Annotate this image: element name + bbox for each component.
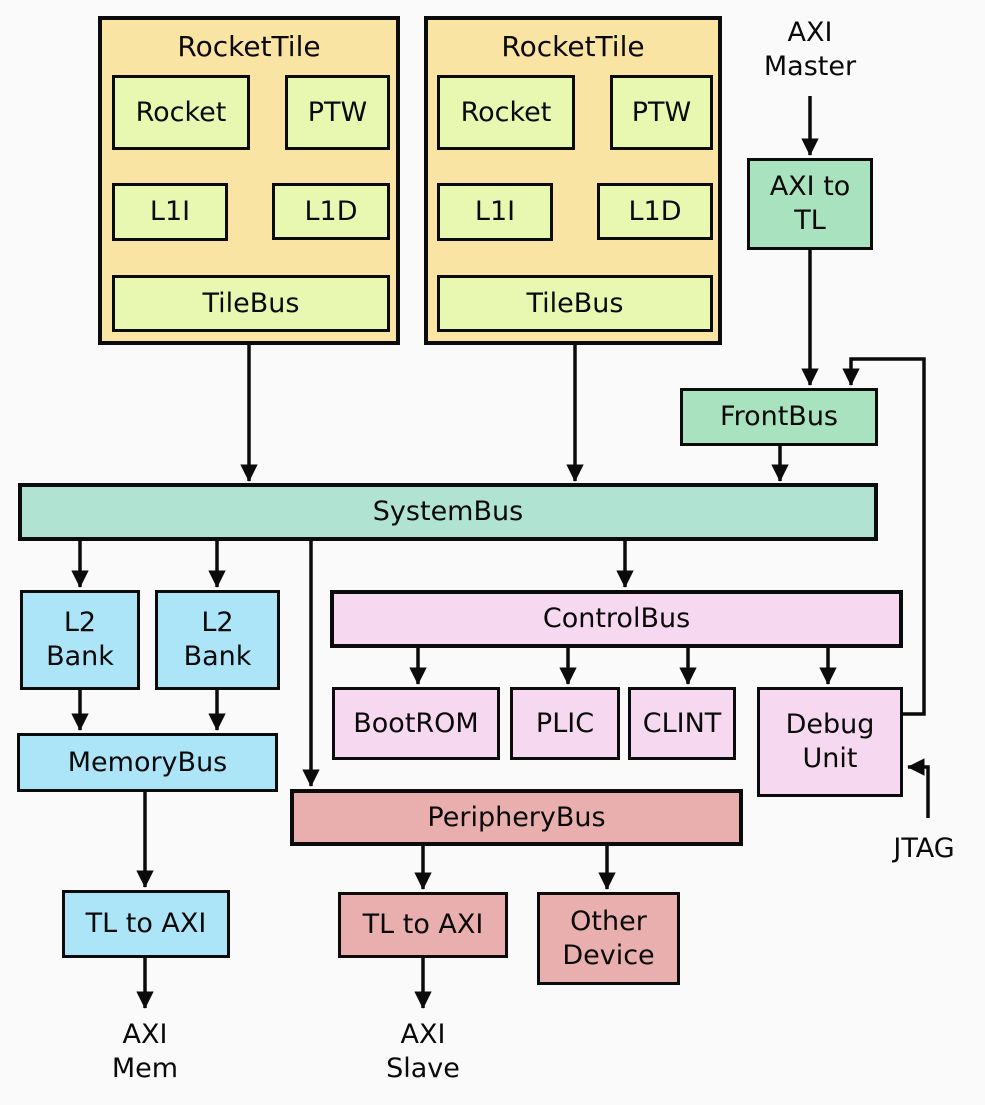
bootrom: BootROM <box>332 687 500 760</box>
rocket-core-2: Rocket <box>437 75 575 150</box>
controlbus: ControlBus <box>330 590 903 648</box>
tl-to-axi-mem-bridge: TL to AXI <box>62 890 230 958</box>
clint: CLINT <box>628 687 736 760</box>
rocket-core-1: Rocket <box>112 75 250 150</box>
peripherybus: PeripheryBus <box>290 789 743 846</box>
l1i-cache-1: L1I <box>112 183 228 241</box>
memorybus: MemoryBus <box>17 733 278 792</box>
frontbus: FrontBus <box>680 388 878 446</box>
axi-to-tl-bridge: AXI to TL <box>747 158 873 250</box>
systembus: SystemBus <box>18 483 878 541</box>
debug-unit: Debug Unit <box>757 687 903 797</box>
other-device: Other Device <box>537 892 680 985</box>
l1d-cache-1: L1D <box>272 183 390 240</box>
jtag-label: JTAG <box>893 833 955 864</box>
tilebus-1: TileBus <box>112 275 390 332</box>
axi-master-label: AXI Master <box>763 17 857 83</box>
edge-jtag-debugunit <box>907 758 930 818</box>
axi-slave-label: AXI Slave <box>386 1019 460 1085</box>
rocket-tile-1-title: RocketTile <box>177 30 321 63</box>
l1i-cache-2: L1I <box>437 183 553 241</box>
l2-bank-b: L2 Bank <box>155 590 280 690</box>
tilebus-2: TileBus <box>437 275 713 332</box>
tl-to-axi-periph-bridge: TL to AXI <box>338 892 508 958</box>
plic: PLIC <box>510 687 620 760</box>
l2-bank-a: L2 Bank <box>20 590 140 690</box>
rocket-tile-2-title: RocketTile <box>501 30 645 63</box>
ptw-2: PTW <box>610 75 713 150</box>
ptw-1: PTW <box>285 75 390 150</box>
l1d-cache-2: L1D <box>597 183 713 240</box>
axi-mem-label: AXI Mem <box>111 1019 179 1085</box>
